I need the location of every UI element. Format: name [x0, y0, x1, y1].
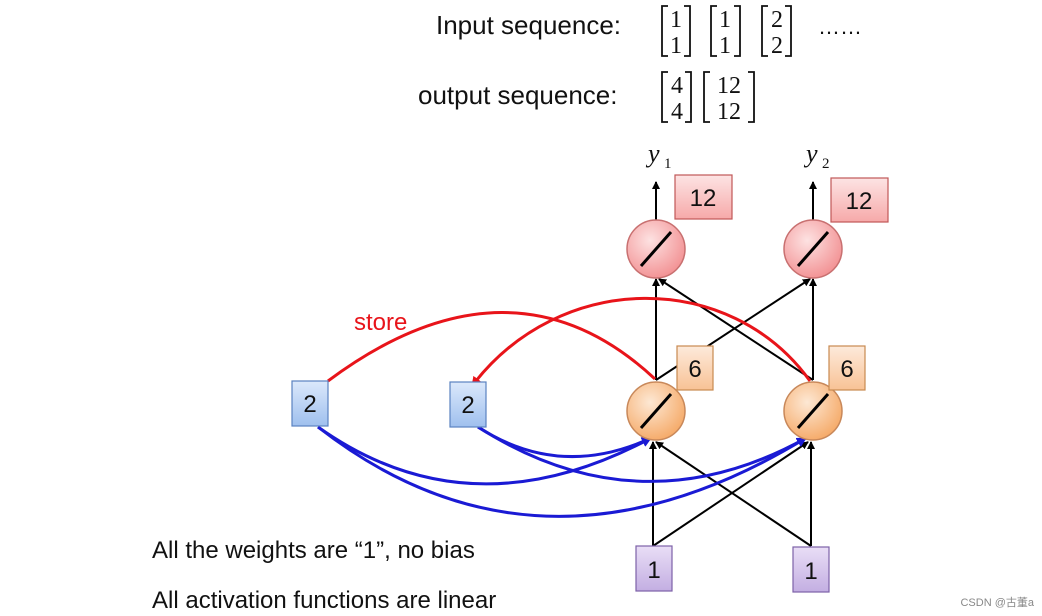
memory-value-1: 2 [303, 391, 316, 418]
hidden-value-box-2: 6 [828, 345, 866, 391]
output-label-y2-var: y [803, 139, 818, 168]
activation-note: All activation functions are linear [152, 587, 497, 614]
memory-box-2: 2 [449, 381, 487, 428]
input-value-2: 1 [804, 558, 817, 585]
store-label: store [354, 309, 407, 336]
memory-to-hidden-connections [317, 425, 807, 518]
output-sequence-label: output sequence: [418, 80, 618, 110]
input-ellipsis: …… [818, 14, 862, 39]
output-vector-2-bottom: 12 [717, 99, 741, 125]
output-label-y2: y 2 [803, 139, 830, 172]
input-vector-1: 1 1 [661, 5, 691, 59]
output-value-box-1: 12 [674, 174, 733, 220]
input-vector-1-top: 1 [670, 7, 682, 33]
output-label-y1-sub: 1 [664, 156, 672, 172]
output-value-2: 12 [846, 188, 873, 215]
output-label-y1-var: y [645, 139, 660, 168]
output-neuron-2 [783, 219, 843, 279]
input-vector-3-bottom: 2 [771, 33, 783, 59]
input-vector-2-bottom: 1 [719, 33, 731, 59]
hidden-value-box-1: 6 [676, 345, 714, 391]
output-vector-2: 12 12 [703, 71, 755, 125]
memory-value-2: 2 [461, 392, 474, 419]
input-vector-2-top: 1 [719, 7, 731, 33]
input-vector-2: 1 1 [710, 5, 741, 59]
output-vector-1-bottom: 4 [671, 99, 683, 125]
hidden-neuron-1 [626, 381, 686, 441]
input-sequence-label: Input sequence: [436, 10, 622, 40]
input-to-hidden-connections [649, 441, 815, 547]
weights-note: All the weights are “1”, no bias [152, 537, 475, 564]
output-vector-1: 4 4 [661, 71, 692, 125]
hidden-value-1: 6 [688, 356, 701, 383]
input-box-2: 1 [792, 546, 830, 593]
input-vector-3: 2 2 [761, 5, 792, 59]
output-vector-2-top: 12 [717, 73, 741, 99]
output-value-1: 12 [690, 185, 717, 212]
watermark: CSDN @古董a [960, 597, 1034, 609]
output-neuron-1 [626, 219, 686, 279]
output-vector-1-top: 4 [671, 73, 683, 99]
input-value-1: 1 [647, 557, 660, 584]
input-vector-3-top: 2 [771, 7, 783, 33]
hidden-value-2: 6 [840, 356, 853, 383]
input-vector-1-bottom: 1 [670, 33, 682, 59]
memory-box-1: 2 [291, 380, 329, 427]
output-value-box-2: 12 [830, 177, 889, 223]
output-label-y1: y 1 [645, 139, 672, 172]
input-box-1: 1 [635, 545, 673, 592]
output-label-y2-sub: 2 [822, 156, 830, 172]
hidden-neuron-2 [783, 381, 843, 441]
store-connections [327, 296, 812, 387]
